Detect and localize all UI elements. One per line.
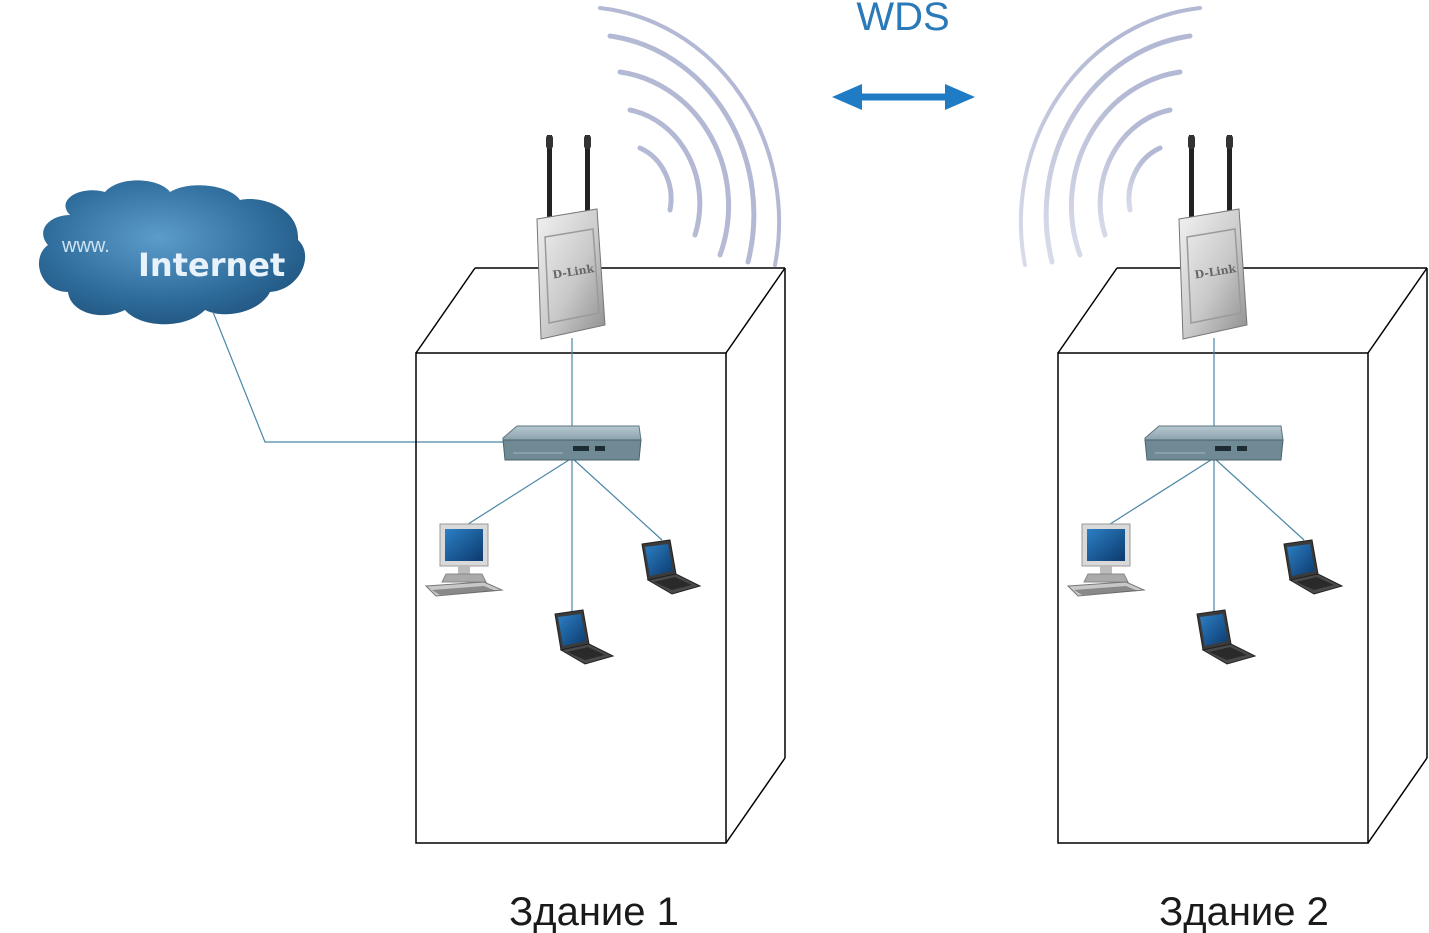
- building-2: D-Link: [1057, 134, 1428, 844]
- cloud-www-label: www.: [61, 235, 110, 257]
- switch-2: [1144, 425, 1284, 461]
- cloud-internet-label: Internet: [138, 246, 285, 284]
- access-point-2: D-Link: [1178, 134, 1248, 340]
- radio-waves-building-1: [598, 6, 782, 267]
- access-point-1: D-Link: [536, 134, 606, 340]
- laptop-1b: [641, 539, 701, 595]
- building-1: D-Link: [415, 134, 786, 844]
- desktop-computer-2: [1067, 523, 1145, 597]
- building-1-network-lines: [464, 338, 663, 612]
- building-2-network-lines: [1106, 338, 1305, 612]
- internet-cloud: www. Internet: [38, 180, 306, 325]
- building-1-outline: [415, 267, 786, 844]
- building-2-outline: [1057, 267, 1428, 844]
- wds-double-arrow: [832, 84, 975, 110]
- switch-1: [502, 425, 642, 461]
- wds-label: WDS: [856, 0, 949, 39]
- internet-uplink-line: [212, 311, 505, 443]
- laptop-2a: [1196, 609, 1256, 665]
- building-2-label: Здание 2: [1159, 890, 1329, 933]
- desktop-computer-1: [425, 523, 503, 597]
- radio-waves-building-2: [1018, 6, 1202, 267]
- building-1-label: Здание 1: [509, 890, 679, 933]
- laptop-2b: [1283, 539, 1343, 595]
- laptop-1a: [554, 609, 614, 665]
